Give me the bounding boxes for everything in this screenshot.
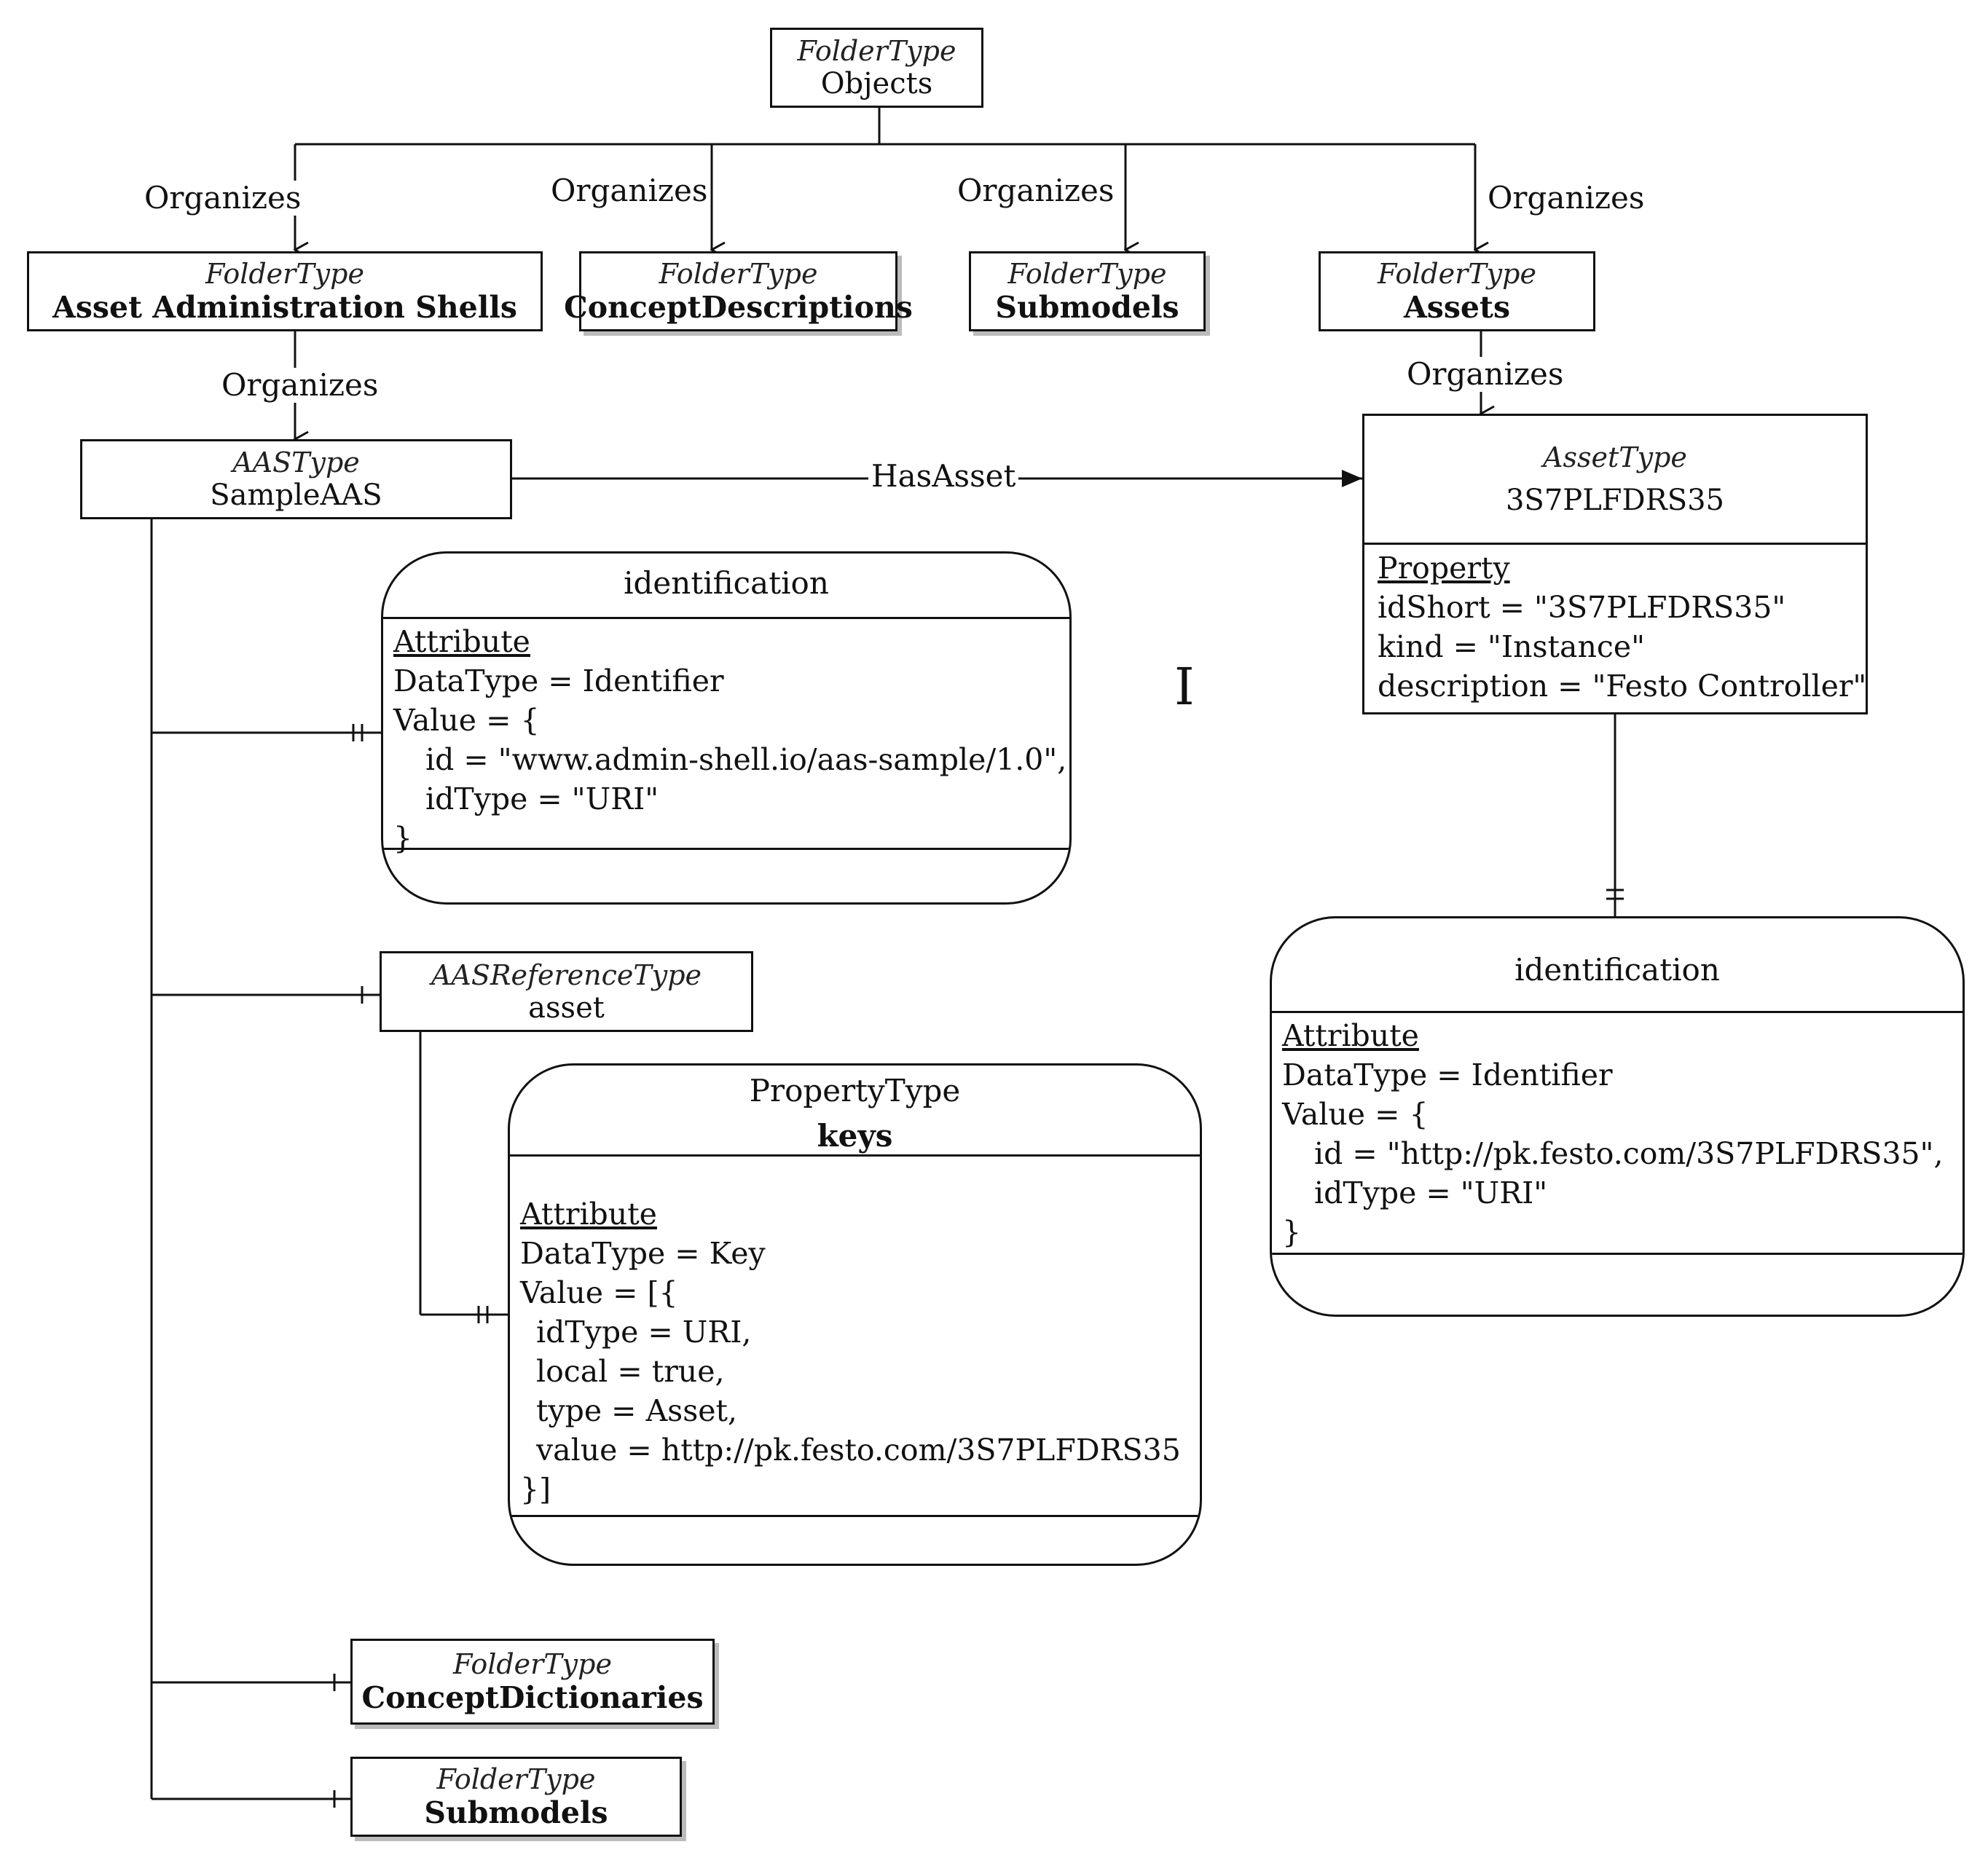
section-heading: Attribute [393, 624, 530, 659]
node-aas-folder: FolderType Asset Administration Shells [27, 251, 543, 331]
node-name: 3S7PLFDRS35 [1505, 484, 1725, 517]
node-type: FolderType [436, 1763, 596, 1795]
property-row: kind = "Instance" [1378, 629, 1645, 664]
attribute-row: } [1282, 1215, 1302, 1250]
attribute-row: idType = "URI" [425, 781, 659, 816]
box-title: identification [1514, 952, 1720, 988]
property-row: description = "Festo Controller" [1378, 669, 1867, 704]
attribute-row: local = true, [536, 1354, 725, 1389]
node-type: FolderType [1378, 258, 1536, 290]
node-sample-aas: AASType SampleAAS [80, 439, 512, 519]
node-identification-asset: identification Attribute DataType = Iden… [1270, 916, 1965, 1317]
attribute-row: idType = URI, [536, 1315, 752, 1350]
attribute-row: } [393, 821, 413, 856]
box-type: PropertyType [749, 1073, 961, 1108]
node-name: Asset Administration Shells [52, 290, 517, 325]
label-organizes-6: Organizes [1404, 357, 1567, 392]
node-asset-ref: AASReferenceType asset [380, 951, 753, 1032]
node-type: AssetType [1543, 441, 1687, 473]
node-name: Assets [1403, 290, 1511, 325]
attribute-row: id = "www.admin-shell.io/aas-sample/1.0"… [425, 742, 1067, 777]
node-submodels-top: FolderType Submodels [969, 251, 1206, 331]
node-type: FolderType [205, 258, 364, 290]
label-organizes-4: Organizes [1485, 181, 1648, 216]
node-identification-aas: identification Attribute DataType = Iden… [381, 551, 1072, 905]
node-submodels-bottom: FolderType Submodels [350, 1757, 682, 1837]
node-name: SampleAAS [210, 478, 382, 512]
asset-type-properties: Property idShort = "3S7PLFDRS35" kind = … [1378, 548, 1866, 706]
box-title: identification [624, 565, 829, 601]
attribute-block: Attribute DataType = Identifier Value = … [383, 617, 1069, 856]
attribute-row: DataType = Identifier [393, 663, 724, 698]
node-type: AASReferenceType [431, 958, 702, 991]
node-name: Objects [820, 67, 933, 101]
attribute-row: idType = "URI" [1314, 1175, 1548, 1210]
section-heading: Attribute [1282, 1018, 1419, 1053]
label-organizes-3: Organizes [954, 173, 1117, 208]
node-name: Submodels [424, 1795, 608, 1830]
label-organizes-5: Organizes [219, 368, 382, 403]
node-assets: FolderType Assets [1319, 251, 1595, 331]
node-asset-type: AssetType 3S7PLFDRS35 Property idShort =… [1362, 414, 1868, 714]
attribute-row: Value = { [1282, 1097, 1429, 1132]
node-type: FolderType [797, 35, 956, 67]
attribute-block: Attribute DataType = Key Value = [{ idTy… [510, 1154, 1200, 1517]
node-name: asset [528, 990, 605, 1025]
attribute-row: Value = { [393, 703, 540, 738]
node-name: ConceptDescriptions [564, 290, 913, 325]
node-concept-dictionaries: FolderType ConceptDictionaries [350, 1639, 715, 1725]
node-type: FolderType [1007, 258, 1167, 290]
attribute-block: Attribute DataType = Identifier Value = … [1272, 1011, 1963, 1255]
attribute-row: }] [520, 1472, 551, 1507]
node-objects: FolderType Objects [770, 28, 983, 108]
asset-type-header: AssetType 3S7PLFDRS35 [1364, 416, 1866, 545]
node-type: FolderType [659, 258, 818, 290]
node-name: ConceptDictionaries [361, 1680, 704, 1715]
section-heading: Property [1378, 551, 1510, 586]
attribute-row: type = Asset, [536, 1393, 738, 1428]
text-cursor-icon: I [1174, 657, 1195, 717]
label-organizes-1: Organizes [141, 181, 305, 216]
attribute-row: value = http://pk.festo.com/3S7PLFDRS35 [536, 1433, 1181, 1468]
node-name: Submodels [995, 290, 1179, 325]
section-heading: Attribute [520, 1197, 657, 1232]
node-concept-descriptions: FolderType ConceptDescriptions [564, 251, 913, 331]
attribute-row: DataType = Key [520, 1236, 766, 1271]
node-type: AASType [232, 446, 360, 478]
property-row: idShort = "3S7PLFDRS35" [1378, 590, 1786, 625]
node-keys: PropertyType keys Attribute DataType = K… [508, 1063, 1202, 1566]
node-type: FolderType [453, 1648, 612, 1680]
attribute-row: Value = [{ [520, 1275, 678, 1310]
attribute-row: id = "http://pk.festo.com/3S7PLFDRS35", [1314, 1136, 1944, 1171]
label-hasasset: HasAsset [868, 459, 1019, 494]
box-title: keys [817, 1118, 893, 1154]
label-organizes-2: Organizes [548, 173, 711, 208]
attribute-row: DataType = Identifier [1282, 1058, 1613, 1092]
